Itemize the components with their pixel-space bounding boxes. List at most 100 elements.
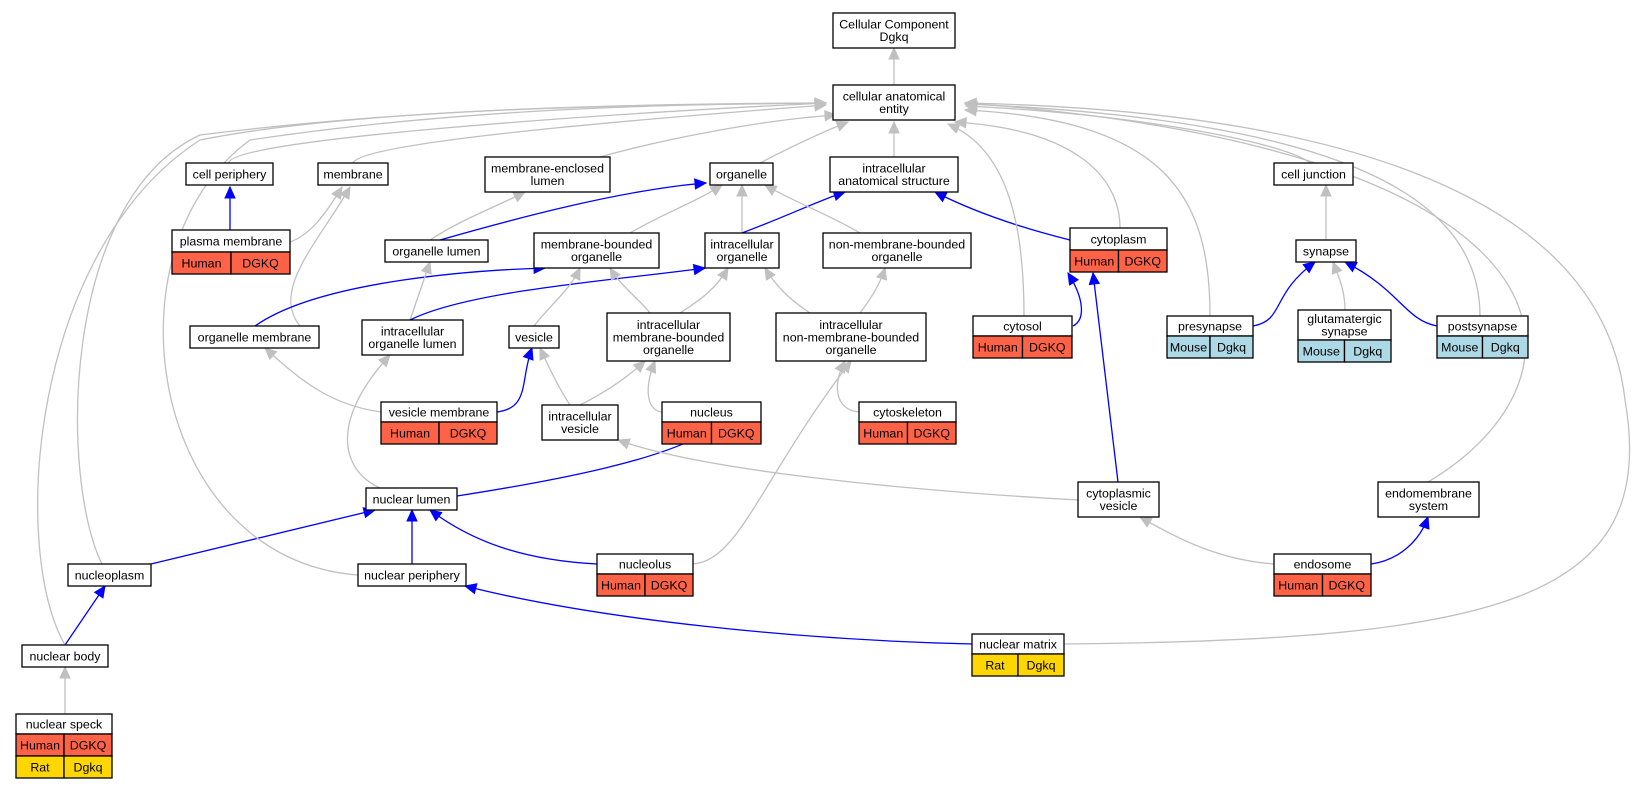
node-box [365,487,458,511]
edge-arrowhead [339,185,351,200]
node-box [67,563,152,587]
node-label: intracellular [710,238,773,252]
edge-arrowhead [512,191,527,203]
node-nucbody[interactable]: nuclear body [21,644,109,668]
node-label: intracellular [637,318,700,332]
species-label: Human [1278,579,1318,593]
species-label: Mouse [1170,341,1207,355]
node-organelle[interactable]: organelle [709,162,774,186]
node-nucperiph[interactable]: nuclear periphery [357,563,467,587]
node-label: organelle [571,250,622,264]
node-orgmem[interactable]: organelle membrane [189,325,320,349]
node-label: system [1409,499,1448,513]
node-box [832,12,956,49]
node-nuclumen[interactable]: nuclear lumen [365,487,458,511]
edge-arrowhead [839,360,852,374]
species-label: Human [978,341,1018,355]
node-box [1297,309,1392,341]
gene-cell [1321,573,1372,597]
node-box [317,162,389,186]
node-synapse[interactable]: synapse [1295,239,1357,263]
gene-label: Dgkq [1027,659,1056,673]
edge-nucbody-part_of-nucleoplasm [64,585,106,646]
edge-arrowhead [888,120,900,134]
edge-orglumen-part_of-organelle [439,182,707,241]
node-box [1273,162,1354,186]
edge-arrowhead [522,346,534,361]
node-membrane[interactable]: membrane [317,162,389,186]
node-label: anatomical structure [838,174,950,188]
edge-endomem-is_a-cae [964,102,1527,483]
gene-label: DGKQ [1329,579,1366,593]
node-label: cytoplasm [1091,232,1147,246]
edge-nucbody-is_a-cae [37,102,827,646]
species-label: Human [863,427,903,441]
node-label: vesicle [1100,499,1138,513]
gene-label: DGKQ [70,739,107,753]
node-nucleoplasm[interactable]: nucleoplasm [67,563,152,587]
node-label: non-membrane-bounded [829,238,965,252]
node-label: nuclear periphery [364,568,461,582]
gene-cell [1209,335,1254,359]
node-label: organelle [716,167,767,181]
node-label: cell periphery [193,167,267,181]
edge-arrowhead [694,178,708,190]
edge-arrowhead [331,185,343,200]
gene-label: DGKQ [718,427,755,441]
edge-arrowhead [463,583,478,595]
node-cellperiph[interactable]: cell periphery [185,162,274,186]
node-label: nuclear lumen [373,492,451,506]
node-label: vesicle membrane [389,405,490,419]
edge-cytoves-is_a-intves [617,439,1079,501]
node-label: intracellular [381,325,444,339]
edge-intves-is_a-imbo [579,360,646,406]
edge-arrowhead [764,266,776,281]
node-label: organelle [872,250,923,264]
node-box [606,312,731,362]
gene-cell [1021,335,1073,359]
node-label: endosome [1294,557,1352,571]
node-celljunction[interactable]: cell junction [1273,162,1354,186]
edge-arrowhead [645,359,657,374]
species-label: Mouse [1441,341,1478,355]
gene-label: Dgkq [1491,341,1520,355]
node-vesicle[interactable]: vesicle [508,325,560,349]
node-box [189,325,320,349]
edge-cytosol-is_a-cae [947,123,1025,317]
node-inmbo[interactable]: intracellularnon-membrane-boundedorganel… [775,312,927,362]
node-label: organelle [826,343,877,357]
edge-arrowhead [429,509,443,522]
edge-orgmem-is_a-membrane [290,186,351,327]
species-label: Rat [30,761,50,775]
node-label: cytoplasmic [1086,487,1151,501]
node-label: nucleolus [619,557,671,571]
node-orglumen[interactable]: organelle lumen [384,239,489,263]
